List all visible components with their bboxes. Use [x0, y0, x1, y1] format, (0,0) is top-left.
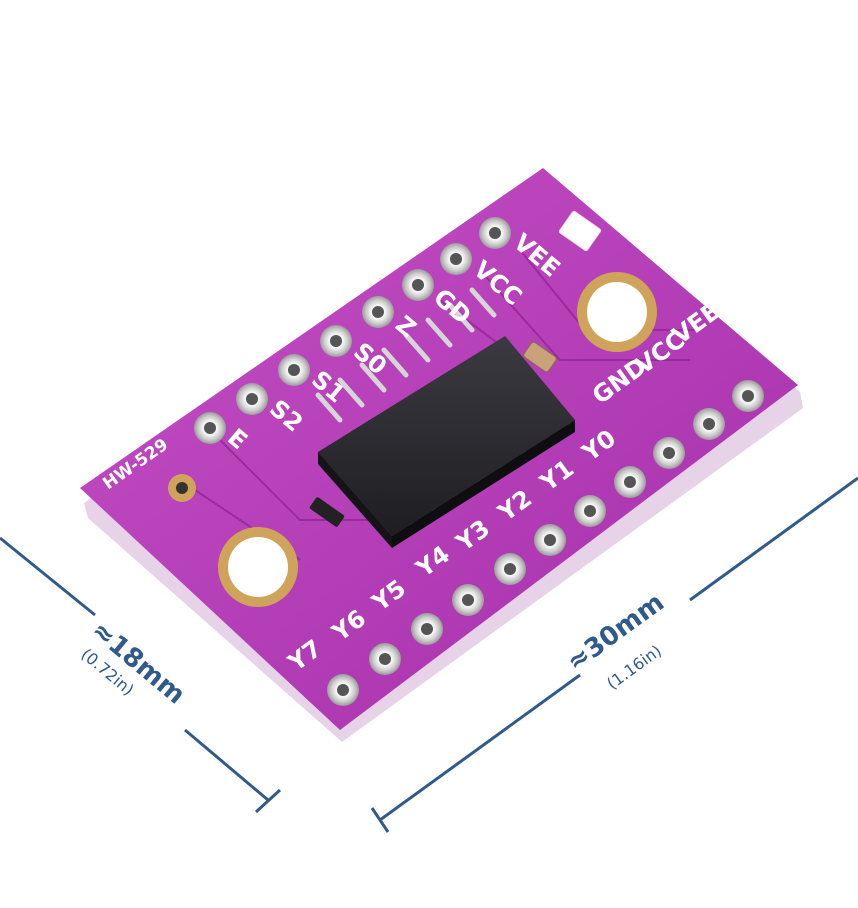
ic-chip	[318, 336, 575, 536]
mounting-hole	[577, 272, 657, 352]
mounting-hole	[218, 527, 298, 607]
header-pins-top	[194, 217, 511, 444]
smd-pad	[558, 210, 602, 252]
dimension-width	[0, 536, 282, 814]
smd-capacitor	[523, 341, 557, 373]
header-pins-bottom	[327, 380, 764, 706]
dimension-length	[370, 476, 858, 833]
smd-resistor	[309, 497, 345, 527]
